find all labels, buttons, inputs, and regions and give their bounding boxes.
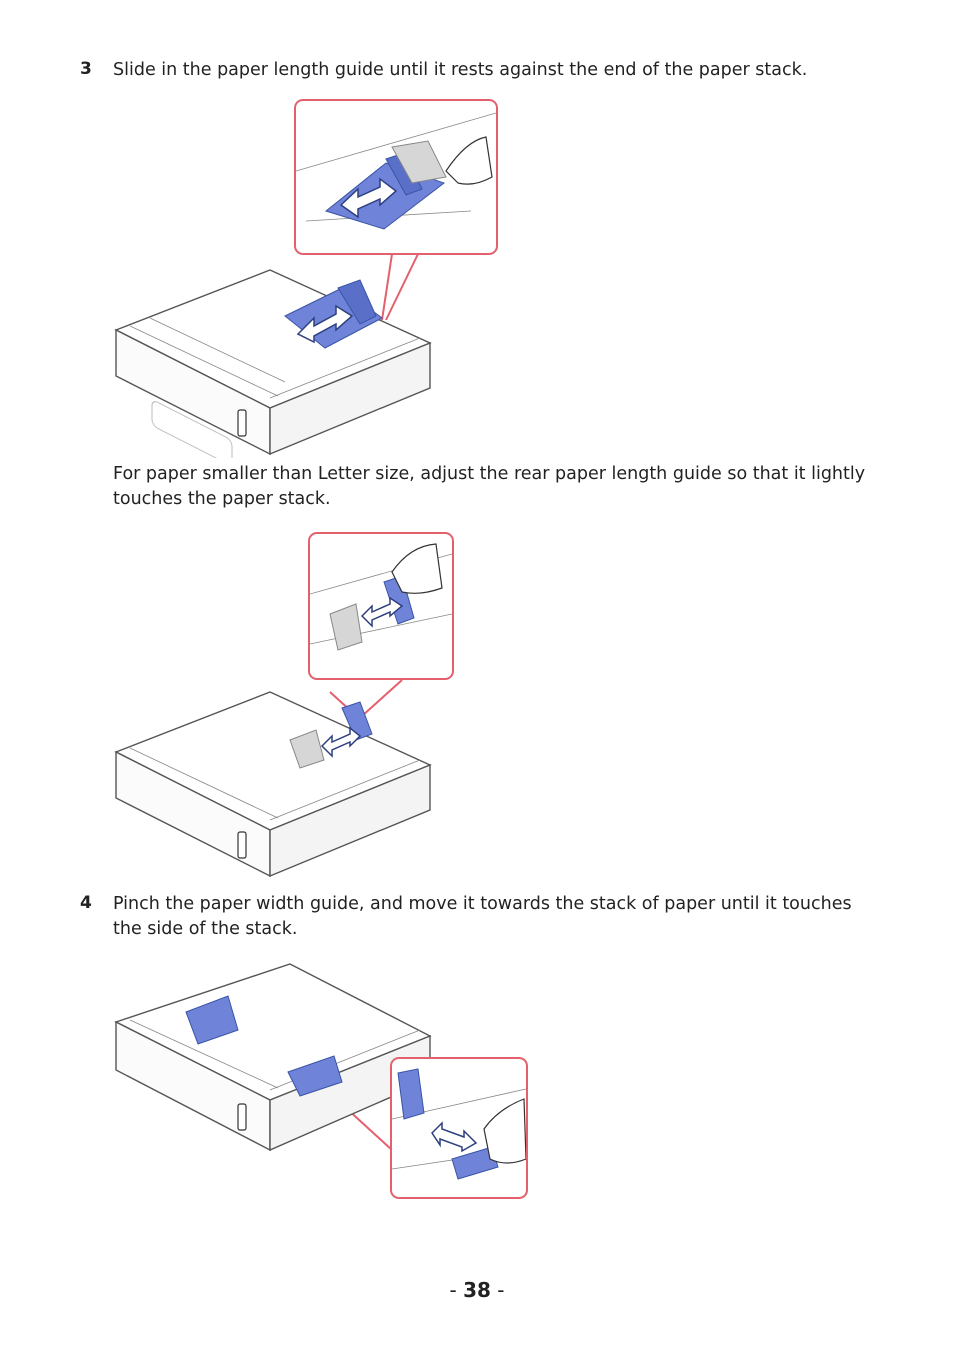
step-3-note: For paper smaller than Letter size, adju… xyxy=(113,464,866,509)
length-guide-detail-icon xyxy=(296,112,496,230)
page-footer: - 38 - xyxy=(0,1278,954,1302)
width-guide-callout xyxy=(390,1057,528,1199)
length-guide-figure xyxy=(110,98,510,458)
paper-tray-rear-guide-icon xyxy=(114,679,432,878)
step-4-number: 4 xyxy=(80,893,92,913)
length-guide-callout xyxy=(294,99,498,255)
step-3-number: 3 xyxy=(80,59,92,79)
rear-guide-detail-icon xyxy=(310,543,452,651)
page-number: 38 xyxy=(463,1278,491,1302)
rear-guide-figure xyxy=(110,530,510,880)
rear-guide-callout xyxy=(308,532,454,680)
width-guide-detail-icon xyxy=(392,1068,526,1180)
paper-tray-length-guide-icon xyxy=(114,253,432,458)
footer-suffix: - xyxy=(490,1278,505,1302)
step-3-text: Slide in the paper length guide until it… xyxy=(113,60,808,80)
step-4-text: Pinch the paper width guide, and move it… xyxy=(113,894,852,939)
footer-prefix: - xyxy=(449,1278,464,1302)
